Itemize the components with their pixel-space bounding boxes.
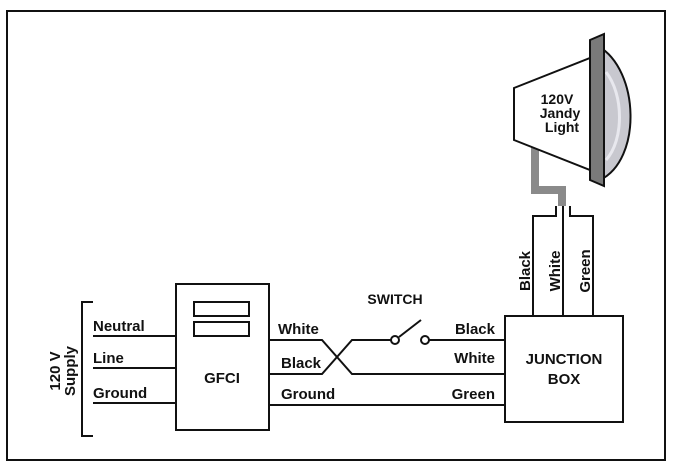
light-lens [596,44,632,182]
jbox-green-label: Green [452,386,495,403]
light-rim [589,32,605,188]
junction-box [504,315,624,423]
jbox-white-label: White [454,350,495,367]
light-label-line3: Light [545,119,580,135]
switch-contact-left [390,335,400,345]
supply-title-line2: Supply [62,345,79,396]
gfci-ground-label: Ground [281,386,335,403]
light-label-line1: 120V [541,91,574,107]
light-white-label: White [547,251,564,292]
junction-box-line2: BOX [548,371,581,388]
light-lens-highlight [604,71,621,162]
switch-label: SWITCH [367,291,422,307]
gfci-slot-bottom [193,321,250,337]
light-green-label: Green [577,249,594,292]
light-black-label: Black [517,250,534,291]
switch-contact-right [420,335,430,345]
supply-ground-label: Ground [93,385,147,402]
gfci-slot-top [193,301,250,317]
pigtail-black [532,206,557,223]
pigtail-green [569,206,594,223]
supply-bracket [81,301,93,437]
jbox-black-label: Black [455,321,496,338]
line-label: Line [93,350,124,367]
neutral-label: Neutral [93,318,145,335]
switch-lever [398,319,422,338]
light-body [513,56,591,172]
light-label-line2: Jandy [540,105,581,121]
black-wire [269,339,392,375]
gfci-black-label: Black [281,355,322,372]
gfci-white-label: White [278,321,319,338]
junction-box-line1: JUNCTION [526,351,603,368]
supply-title-line1: 120 V [47,351,64,390]
light-conduit [531,142,566,206]
gfci-label: GFCI [204,370,240,387]
